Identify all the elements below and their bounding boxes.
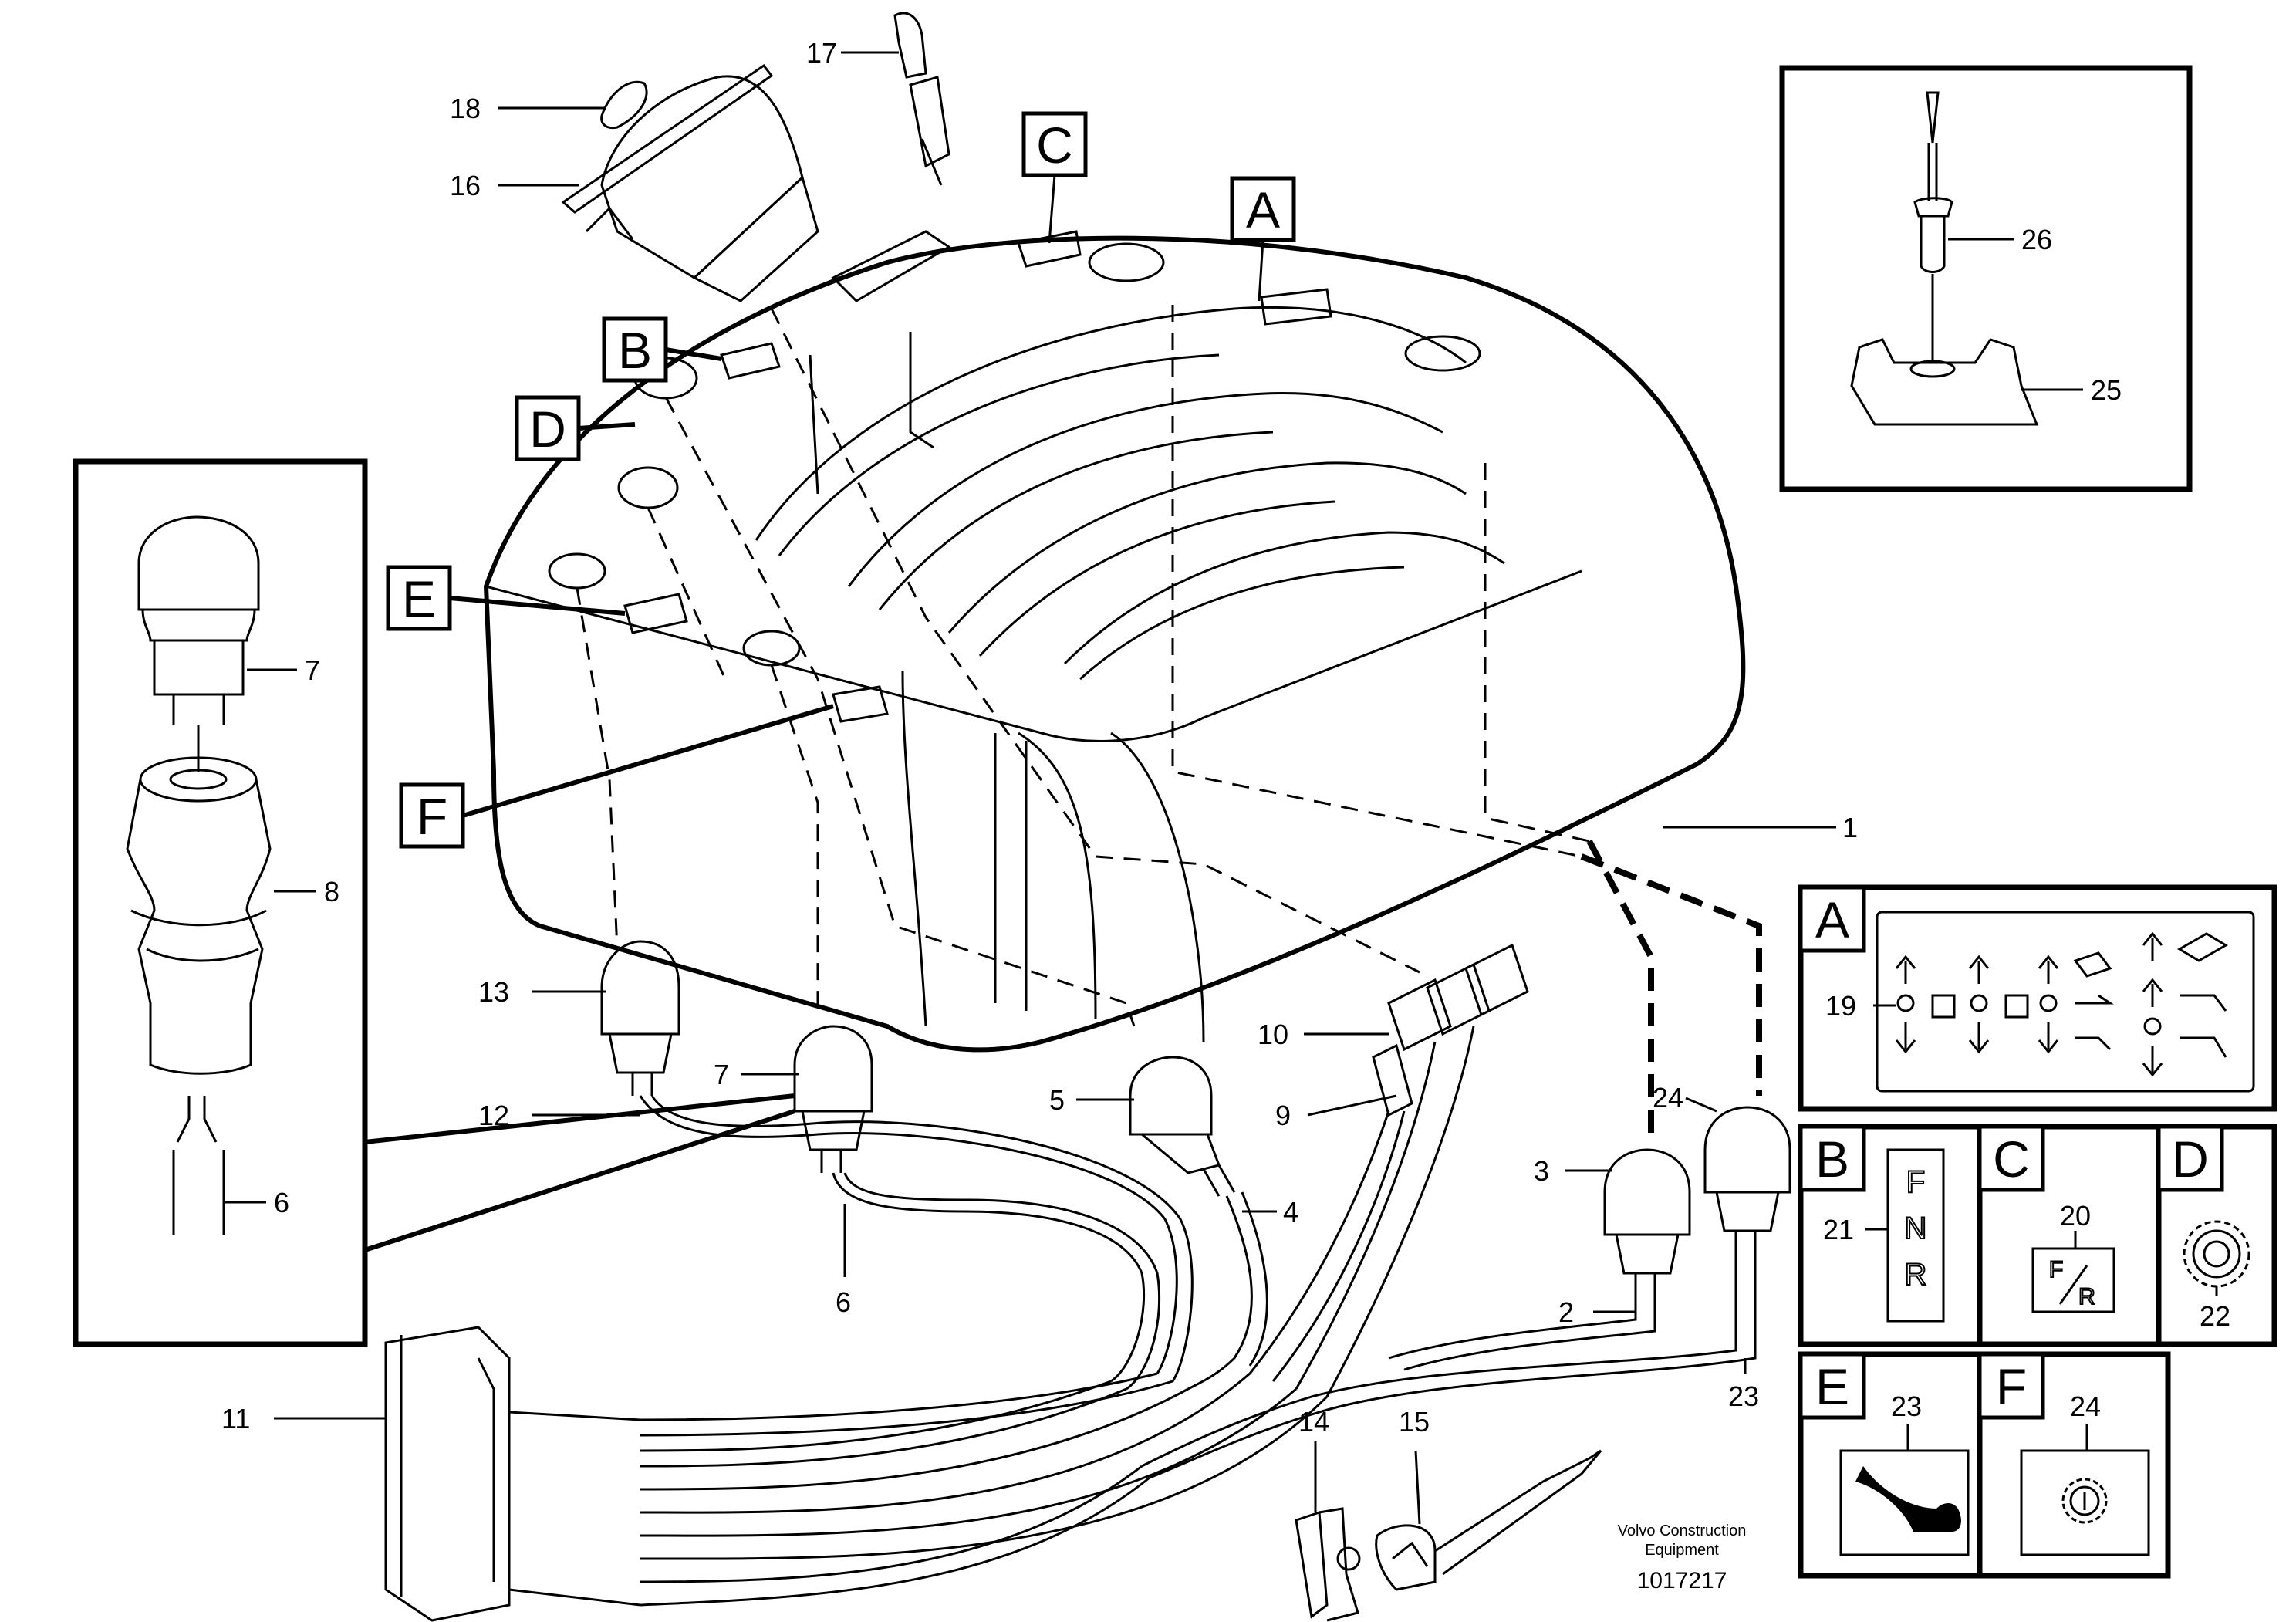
callout-7-detail: 7 (305, 654, 320, 686)
decal-panel-b: B F N R (1798, 1124, 1992, 1347)
callout-19: 19 (1825, 990, 1856, 1022)
decal-panel-d: D (2156, 1124, 2277, 1347)
fnr-r-text: R (1905, 1258, 1927, 1292)
callout-25: 25 (2091, 374, 2122, 406)
callout-10: 10 (1258, 1019, 1288, 1050)
callout-24: 24 (1653, 1082, 1683, 1113)
push-button-5 (1129, 1056, 1236, 1197)
callout-20: 20 (2060, 1200, 2091, 1232)
fr-r-text: R (2078, 1284, 2095, 1309)
decal-panel-d-letter: D (2172, 1130, 2209, 1188)
decal-panel-b-letter: B (1815, 1130, 1849, 1188)
tag-f: F (417, 788, 447, 845)
wire-harness (639, 1026, 1757, 1607)
letter-tags: A B C D E F (386, 111, 1296, 849)
callout-14: 14 (1298, 1406, 1329, 1438)
detail-box-button-7 (73, 458, 795, 1347)
decal-panel-a-letter: A (1815, 891, 1849, 948)
fnr-n-text: N (1905, 1211, 1927, 1245)
push-button-7 (793, 1025, 873, 1173)
control-symbols (1895, 931, 2228, 1077)
decal-panel-f-letter: F (1996, 1358, 2027, 1415)
callout-23: 23 (1728, 1380, 1759, 1412)
callout-6-detail: 6 (274, 1187, 289, 1218)
callout-12: 12 (478, 1100, 509, 1131)
callout-21: 21 (1823, 1214, 1854, 1245)
part-number: 1017217 (1637, 1568, 1727, 1593)
callout-16: 16 (450, 170, 481, 201)
lens-18 (600, 80, 648, 130)
decal-panel-e: E (1798, 1351, 1992, 1579)
callout-24-decal: 24 (2070, 1391, 2101, 1422)
rivet-detail-frame (1779, 65, 2193, 492)
credit-line-2: Equipment (1645, 1542, 1719, 1559)
clip-14 (1295, 1507, 1361, 1622)
callouts: 1 2 3 4 5 6 6 7 7 8 9 10 11 12 13 14 15 (221, 37, 2230, 1525)
assembly-dashed-lines (576, 305, 1762, 1142)
callout-23-decal: 23 (1891, 1391, 1922, 1422)
multi-pin-connector-11 (384, 1326, 641, 1622)
gear-symbol-icon (2061, 1478, 2108, 1524)
callout-4: 4 (1283, 1196, 1298, 1228)
panel-housing (483, 230, 1746, 1053)
callout-15: 15 (1399, 1406, 1430, 1438)
push-button-13 (600, 940, 680, 1096)
detail-frame (73, 458, 368, 1347)
decal-panel-f: F (1977, 1351, 2171, 1579)
callout-26: 26 (2021, 224, 2052, 255)
push-button-24 (1703, 1106, 1791, 1254)
callout-1: 1 (1842, 812, 1858, 843)
decal-panel-e-letter: E (1815, 1358, 1849, 1415)
credit-line-1: Volvo Construction (1618, 1522, 1747, 1539)
credit-block: Volvo Construction Equipment 1017217 (1618, 1522, 1747, 1593)
horn-icon (1855, 1466, 1961, 1532)
push-button-3 (1603, 1148, 1691, 1296)
decal-panel-c-letter: C (1993, 1130, 2030, 1188)
decal-panel-a: A (1798, 884, 2277, 1112)
callout-9: 9 (1275, 1100, 1291, 1131)
tag-b: B (618, 322, 652, 379)
detail-box-rivet (1779, 65, 2193, 492)
tag-a: A (1246, 181, 1280, 238)
callout-22: 22 (2200, 1300, 2230, 1332)
fr-f-text: F (2049, 1257, 2063, 1282)
callout-17: 17 (806, 37, 837, 69)
tag-e: E (402, 570, 436, 627)
fnr-f-text: F (1906, 1165, 1925, 1199)
decal-panel-c: C F R (1977, 1124, 2171, 1347)
callout-6: 6 (836, 1286, 851, 1318)
cable-tie-15 (1375, 1449, 1602, 1591)
tag-c: C (1036, 117, 1073, 174)
callout-5: 5 (1049, 1084, 1065, 1116)
callout-13: 13 (478, 976, 509, 1008)
callout-3: 3 (1534, 1155, 1549, 1187)
callout-7: 7 (714, 1059, 729, 1090)
callout-2: 2 (1558, 1296, 1574, 1328)
callout-11: 11 (221, 1403, 250, 1434)
callout-18: 18 (450, 93, 481, 124)
callout-8: 8 (324, 876, 339, 907)
rocker-switch-16 (561, 63, 819, 302)
connector-10 (1372, 943, 1529, 1117)
tag-d: D (529, 400, 566, 458)
lamp-bulb-17 (893, 12, 950, 186)
